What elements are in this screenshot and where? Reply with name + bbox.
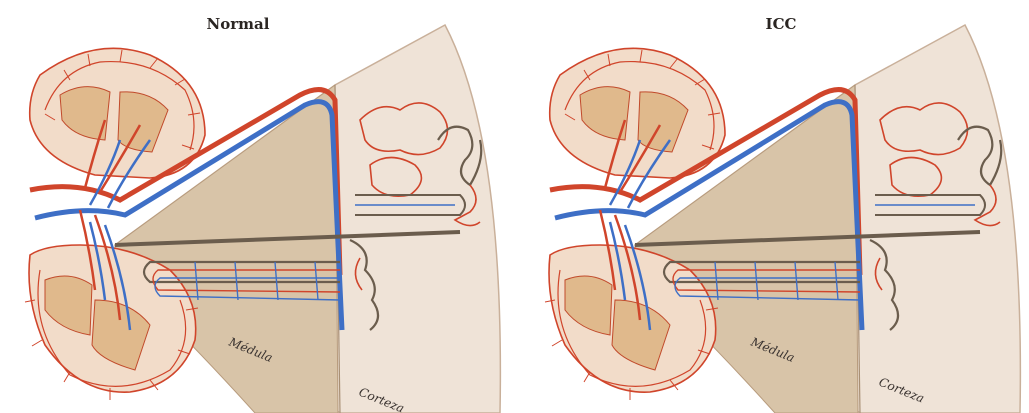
panel-title-icc: ICC [766,15,797,33]
panel-title-normal: Normal [207,15,270,33]
